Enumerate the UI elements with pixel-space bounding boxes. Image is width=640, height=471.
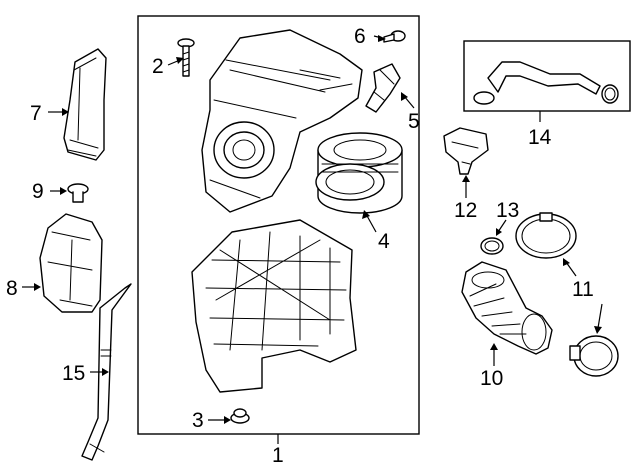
- sensor-connector-part: [443, 127, 489, 175]
- air-deflector-part: [39, 213, 103, 313]
- callout-2: 2: [152, 55, 164, 78]
- callout-13: 13: [496, 199, 519, 222]
- callout-9: 9: [32, 180, 44, 203]
- callout-14: 14: [528, 126, 552, 149]
- callout-3: 3: [192, 409, 204, 432]
- o-ring-part: [480, 237, 504, 255]
- airflow-sensor-part: [365, 63, 401, 113]
- hose-clamp-lower-part: [569, 335, 619, 377]
- callout-7: 7: [30, 102, 42, 125]
- callout-4: 4: [378, 230, 390, 253]
- callout-1: 1: [272, 444, 284, 467]
- hose-kit-part: [473, 61, 619, 105]
- grommet-part: [230, 408, 250, 424]
- callout-10: 10: [480, 367, 503, 390]
- air-filter-element-part: [315, 132, 403, 214]
- bolt-part: [177, 38, 195, 77]
- push-pin-part: [67, 183, 89, 203]
- callout-8: 8: [6, 277, 18, 300]
- screw-part: [383, 30, 406, 43]
- hose-clamp-upper-part: [515, 212, 577, 259]
- intake-hose-part: [461, 261, 553, 355]
- callout-11: 11: [572, 278, 594, 301]
- callout-15: 15: [62, 362, 85, 385]
- air-cleaner-lower-housing-part: [191, 219, 357, 393]
- callout-5: 5: [408, 110, 420, 133]
- air-cleaner-cover-part: [201, 29, 363, 213]
- intake-duct-part: [63, 48, 107, 161]
- callout-6: 6: [354, 25, 366, 48]
- callout-12: 12: [454, 199, 477, 222]
- hose-kit-frame: [463, 40, 631, 112]
